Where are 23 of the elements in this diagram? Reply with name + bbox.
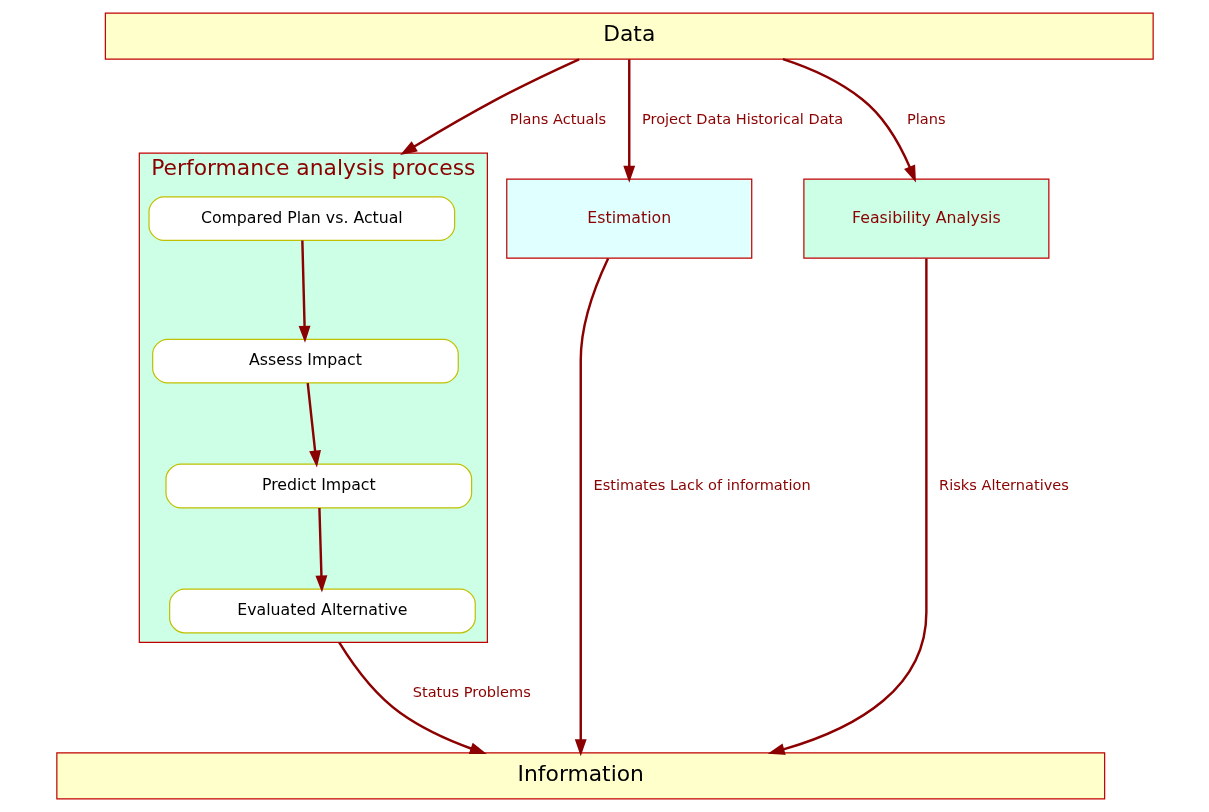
node-box: Data — [104, 12, 1154, 60]
arrow — [767, 258, 928, 755]
arrow — [298, 240, 310, 343]
node-box: Assess Impact — [151, 338, 459, 384]
node-box: Predict Impact — [164, 463, 472, 509]
node-box: Estimation — [505, 178, 752, 259]
node-box: Compared Plan vs. Actual — [147, 196, 455, 242]
edge-label: Plans — [906, 109, 945, 127]
node-box: Evaluated Alternative — [168, 588, 476, 634]
arrow — [574, 257, 609, 757]
node-box: Feasibility Analysis — [802, 178, 1049, 259]
arrow — [314, 508, 327, 593]
edge-label: Plans Actuals — [509, 109, 606, 127]
arrow — [337, 641, 487, 755]
edge-label: Risks Alternatives — [938, 476, 1069, 494]
edge-label: Estimates Lack of information — [592, 476, 811, 494]
arrow — [306, 383, 321, 468]
arrow — [399, 58, 580, 156]
edge-label: Status Problems — [412, 683, 531, 701]
arrow — [782, 58, 916, 183]
arrow — [622, 59, 635, 183]
edge-label: Project Data Historical Data — [641, 109, 843, 127]
node-box: Information — [55, 752, 1105, 800]
